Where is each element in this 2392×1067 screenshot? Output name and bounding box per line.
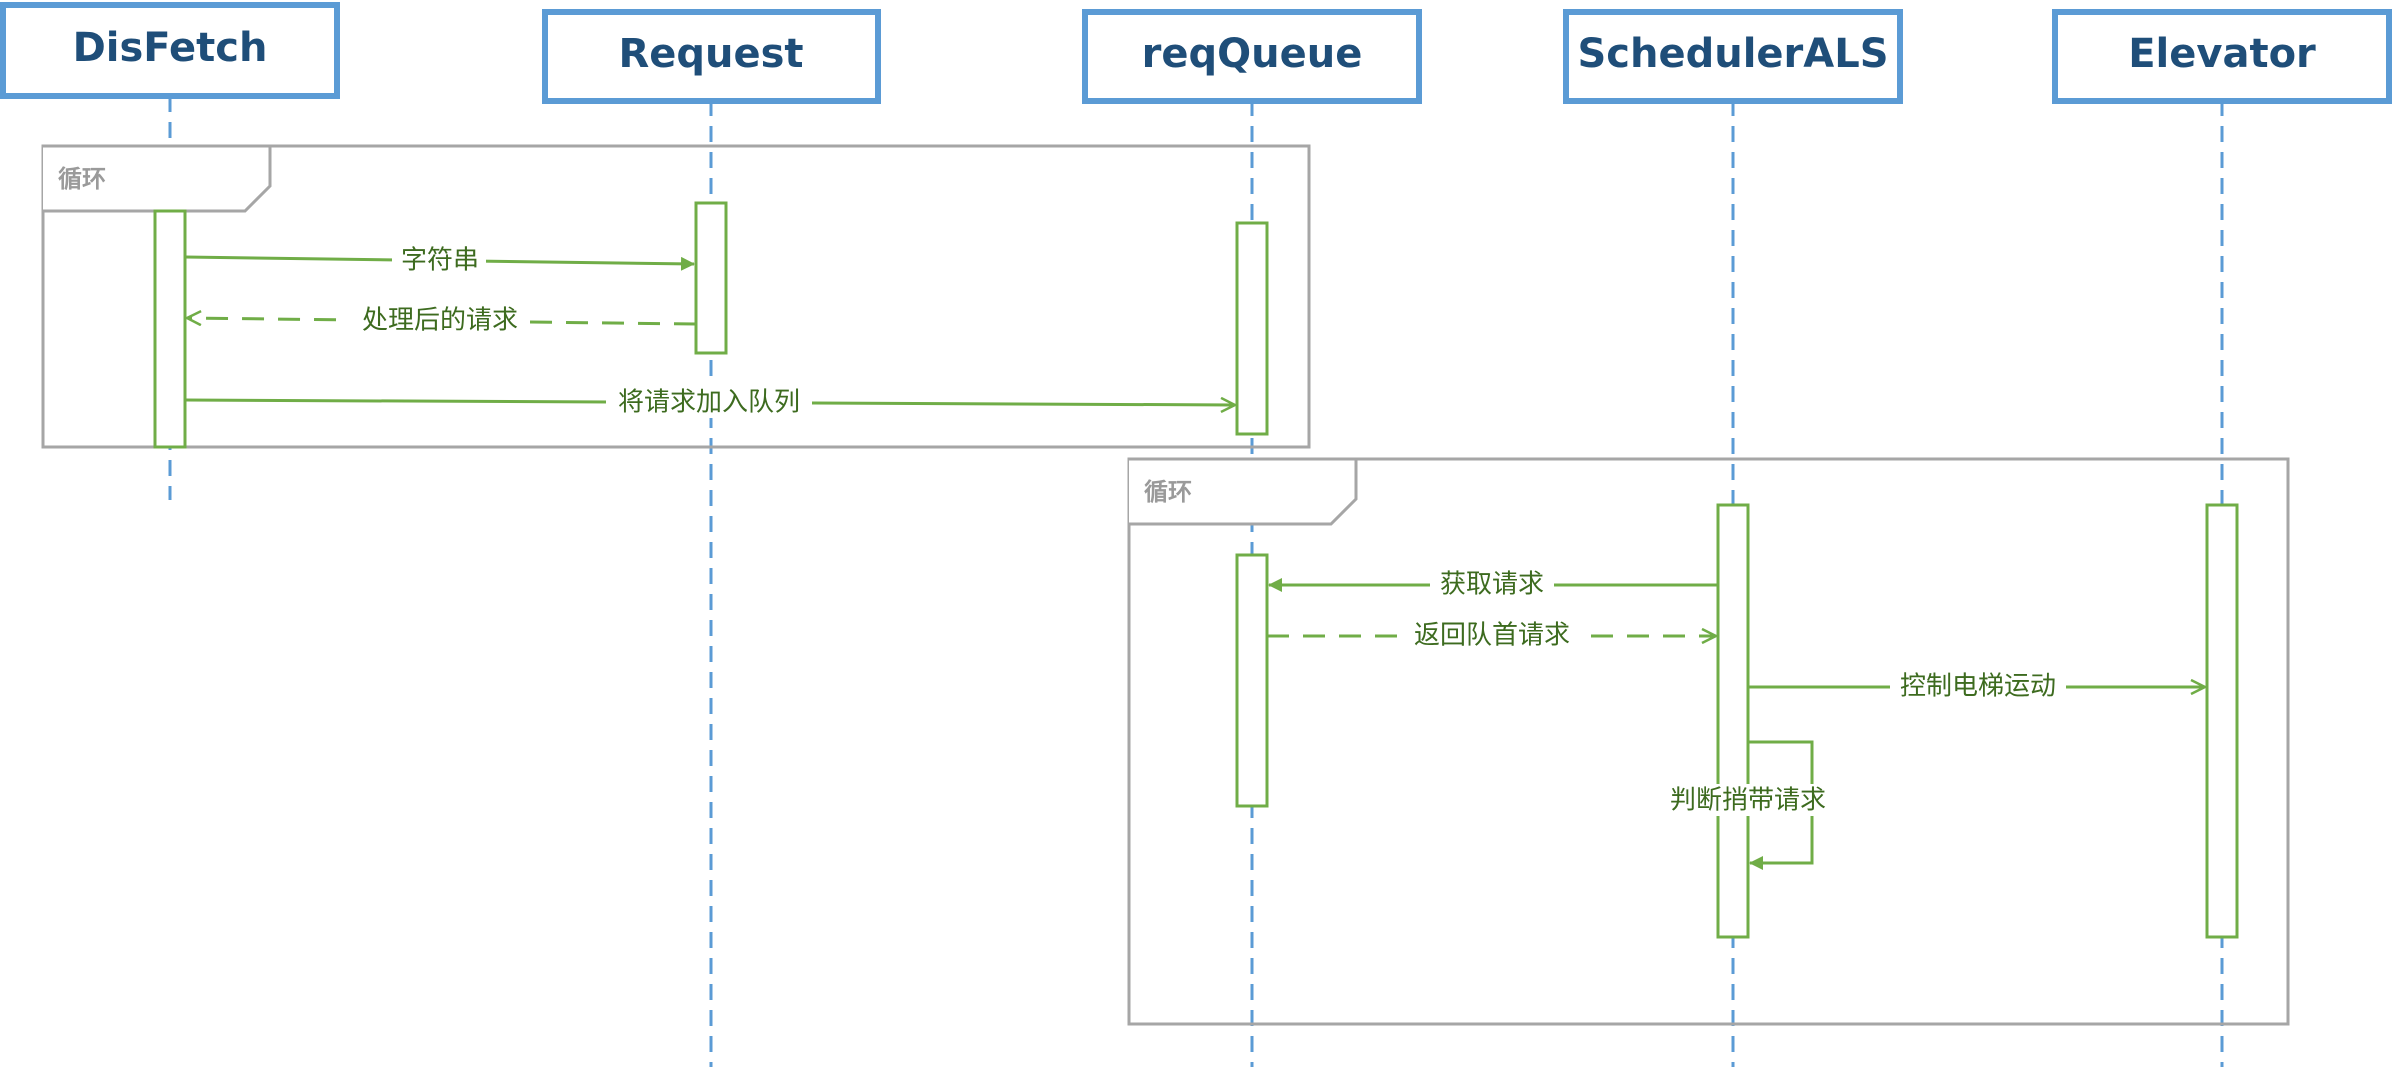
message-string: 字符串 <box>184 244 695 276</box>
participant-label: Elevator <box>2128 31 2316 77</box>
frame-label: 循环 <box>58 165 106 193</box>
message-label: 处理后的请求 <box>362 306 518 336</box>
message-label: 控制电梯运动 <box>1900 672 2056 702</box>
participant-reqqueue[interactable]: reqQueue <box>1082 9 1422 104</box>
loop-frame-2: 循环 <box>1127 457 2290 1026</box>
participant-label: Request <box>618 31 803 77</box>
message-self-check: 判断捎带请求 <box>1660 740 1836 870</box>
activation-reqqueue-2 <box>1235 553 1269 808</box>
message-label: 返回队首请求 <box>1414 621 1570 651</box>
message-processed-request: 处理后的请求 <box>187 304 697 336</box>
participant-label: DisFetch <box>73 25 268 71</box>
activation-reqqueue-1 <box>1235 221 1269 436</box>
message-label: 判断捎带请求 <box>1670 786 1826 816</box>
message-control-elevator: 控制电梯运动 <box>1748 670 2205 702</box>
participant-request[interactable]: Request <box>542 9 881 104</box>
message-get-request: 获取请求 <box>1268 568 1718 600</box>
participant-disfetch[interactable]: DisFetch <box>0 2 340 99</box>
activation-elevator <box>2205 503 2239 939</box>
participant-scheduler[interactable]: SchedulerALS <box>1563 9 1903 104</box>
participant-label: reqQueue <box>1142 31 1363 77</box>
activation-request <box>694 201 728 355</box>
loop-frame-1: 循环 <box>41 144 1311 449</box>
activation-disfetch <box>153 209 187 449</box>
activation-scheduler <box>1716 503 1750 939</box>
participant-label: SchedulerALS <box>1577 31 1888 77</box>
activations <box>153 201 2239 939</box>
message-return-head: 返回队首请求 <box>1267 619 1716 651</box>
lifelines <box>168 96 2224 1067</box>
frame-label: 循环 <box>1144 478 1192 506</box>
participant-elevator[interactable]: Elevator <box>2052 9 2392 104</box>
message-label: 获取请求 <box>1440 570 1544 600</box>
message-label: 字符串 <box>401 246 479 276</box>
message-label: 将请求加入队列 <box>618 388 800 418</box>
message-enqueue: 将请求加入队列 <box>184 386 1235 418</box>
